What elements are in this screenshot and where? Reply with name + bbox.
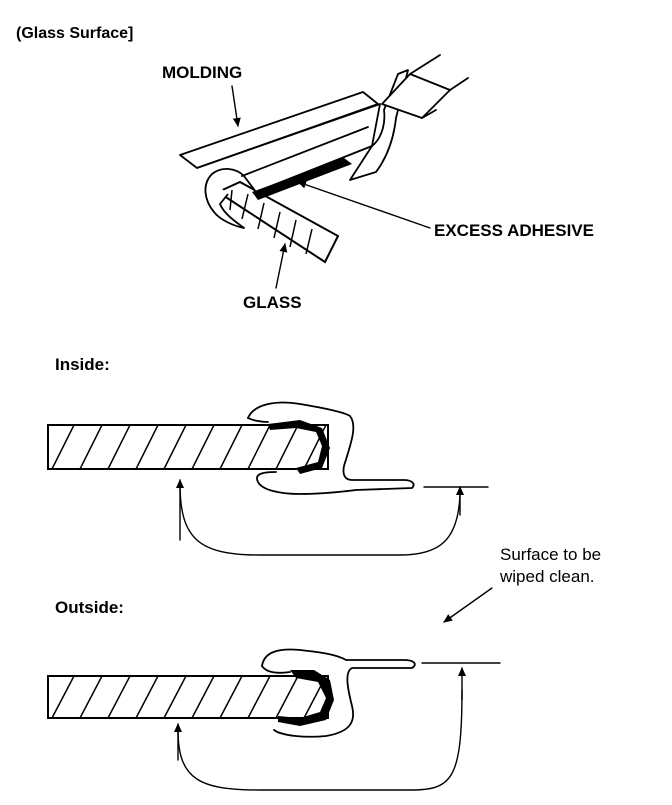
outside-cross-section (47, 648, 501, 791)
molding-strip (179, 54, 469, 229)
molding-leader-arrow (231, 85, 241, 127)
inside-cross-section (47, 401, 489, 556)
glass-leader-arrow (275, 243, 288, 289)
label-surface-line2: wiped clean. (499, 567, 595, 586)
surface-leader-arrow (443, 587, 493, 623)
label-inside: Inside: (55, 355, 110, 374)
label-excess-adhesive: EXCESS ADHESIVE (434, 221, 594, 240)
label-surface-line1: Surface to be (500, 545, 601, 564)
molding-perspective-figure (179, 54, 469, 264)
adhesive-leader-arrow (297, 180, 431, 229)
label-glass: GLASS (243, 293, 302, 312)
label-outside: Outside: (55, 598, 124, 617)
glass-panel (215, 180, 340, 264)
excess-adhesive-band (252, 158, 352, 200)
diagram-title: (Glass Surface] (16, 25, 133, 42)
label-molding: MOLDING (162, 63, 242, 82)
outside-glass-hatching (51, 675, 327, 719)
